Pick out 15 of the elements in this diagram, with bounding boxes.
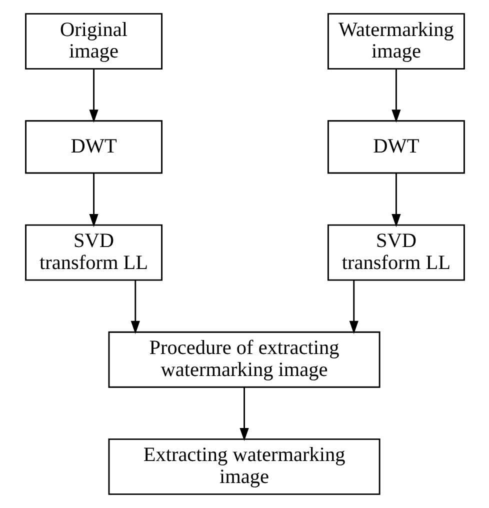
arrow — [348, 280, 358, 334]
arrow — [88, 69, 98, 123]
arrow — [130, 280, 140, 334]
node-box: Extracting watermarking image — [108, 438, 380, 495]
node-box: SVD transform LL — [326, 224, 464, 281]
arrow — [88, 173, 98, 228]
node-box: Procedure of extracting watermarking image — [108, 331, 380, 388]
node-box: Original image — [24, 13, 162, 70]
arrow — [391, 173, 400, 228]
node-box: DWT — [24, 120, 162, 174]
arrow — [239, 387, 248, 442]
node-box: DWT — [326, 120, 464, 174]
node-box: SVD transform LL — [24, 224, 162, 281]
node-box: Watermarking image — [326, 13, 464, 70]
arrow — [391, 69, 400, 123]
